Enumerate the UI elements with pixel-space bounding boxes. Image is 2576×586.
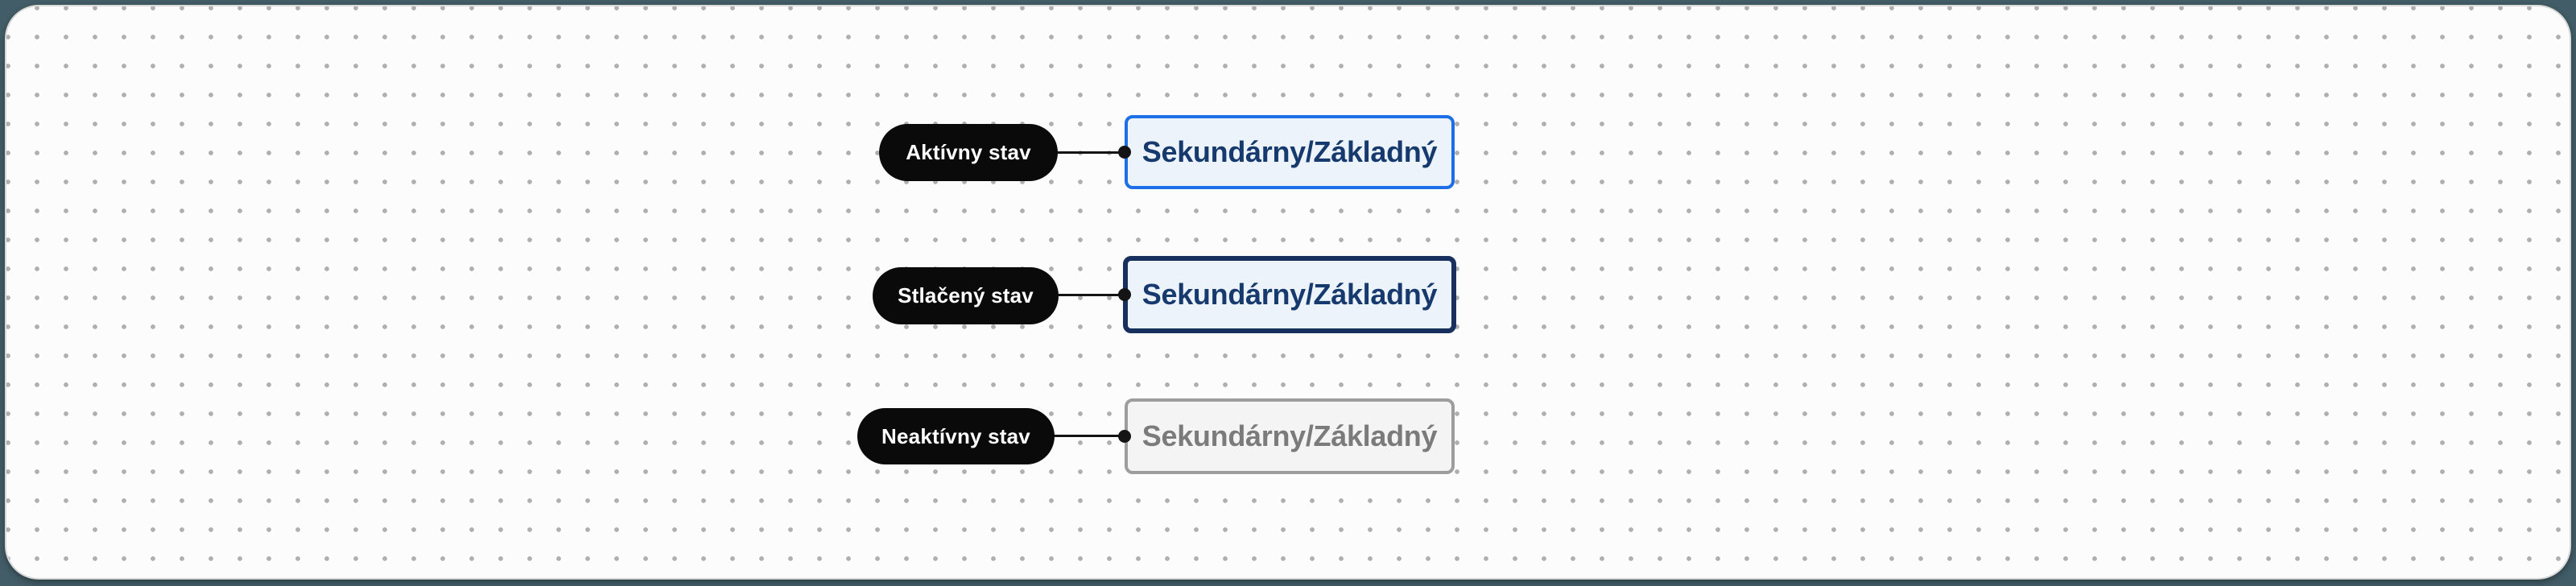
design-canvas-dot-grid: Aktívny stav Sekundárny/Základný Stlačen… bbox=[5, 5, 2571, 580]
state-label-text: Aktívny stav bbox=[906, 140, 1031, 164]
secondary-basic-button-active[interactable]: Sekundárny/Základný bbox=[1125, 115, 1455, 189]
state-label-pill-pressed: Stlačený stav bbox=[873, 267, 1059, 324]
connector-dot bbox=[1118, 146, 1131, 159]
secondary-basic-button-pressed[interactable]: Sekundárny/Základný bbox=[1123, 256, 1456, 333]
state-label-text: Stlačený stav bbox=[898, 283, 1034, 307]
secondary-basic-button-inactive[interactable]: Sekundárny/Základný bbox=[1125, 398, 1455, 474]
state-label-pill-inactive: Neaktívny stav bbox=[857, 408, 1055, 464]
connector-line bbox=[1051, 435, 1130, 437]
connector-dot bbox=[1118, 288, 1131, 301]
state-label-pill-active: Aktívny stav bbox=[879, 124, 1058, 181]
connector-line bbox=[1053, 151, 1130, 154]
connector-line bbox=[1053, 294, 1130, 296]
state-label-text: Neaktívny stav bbox=[881, 423, 1030, 448]
connector-dot bbox=[1118, 430, 1131, 443]
